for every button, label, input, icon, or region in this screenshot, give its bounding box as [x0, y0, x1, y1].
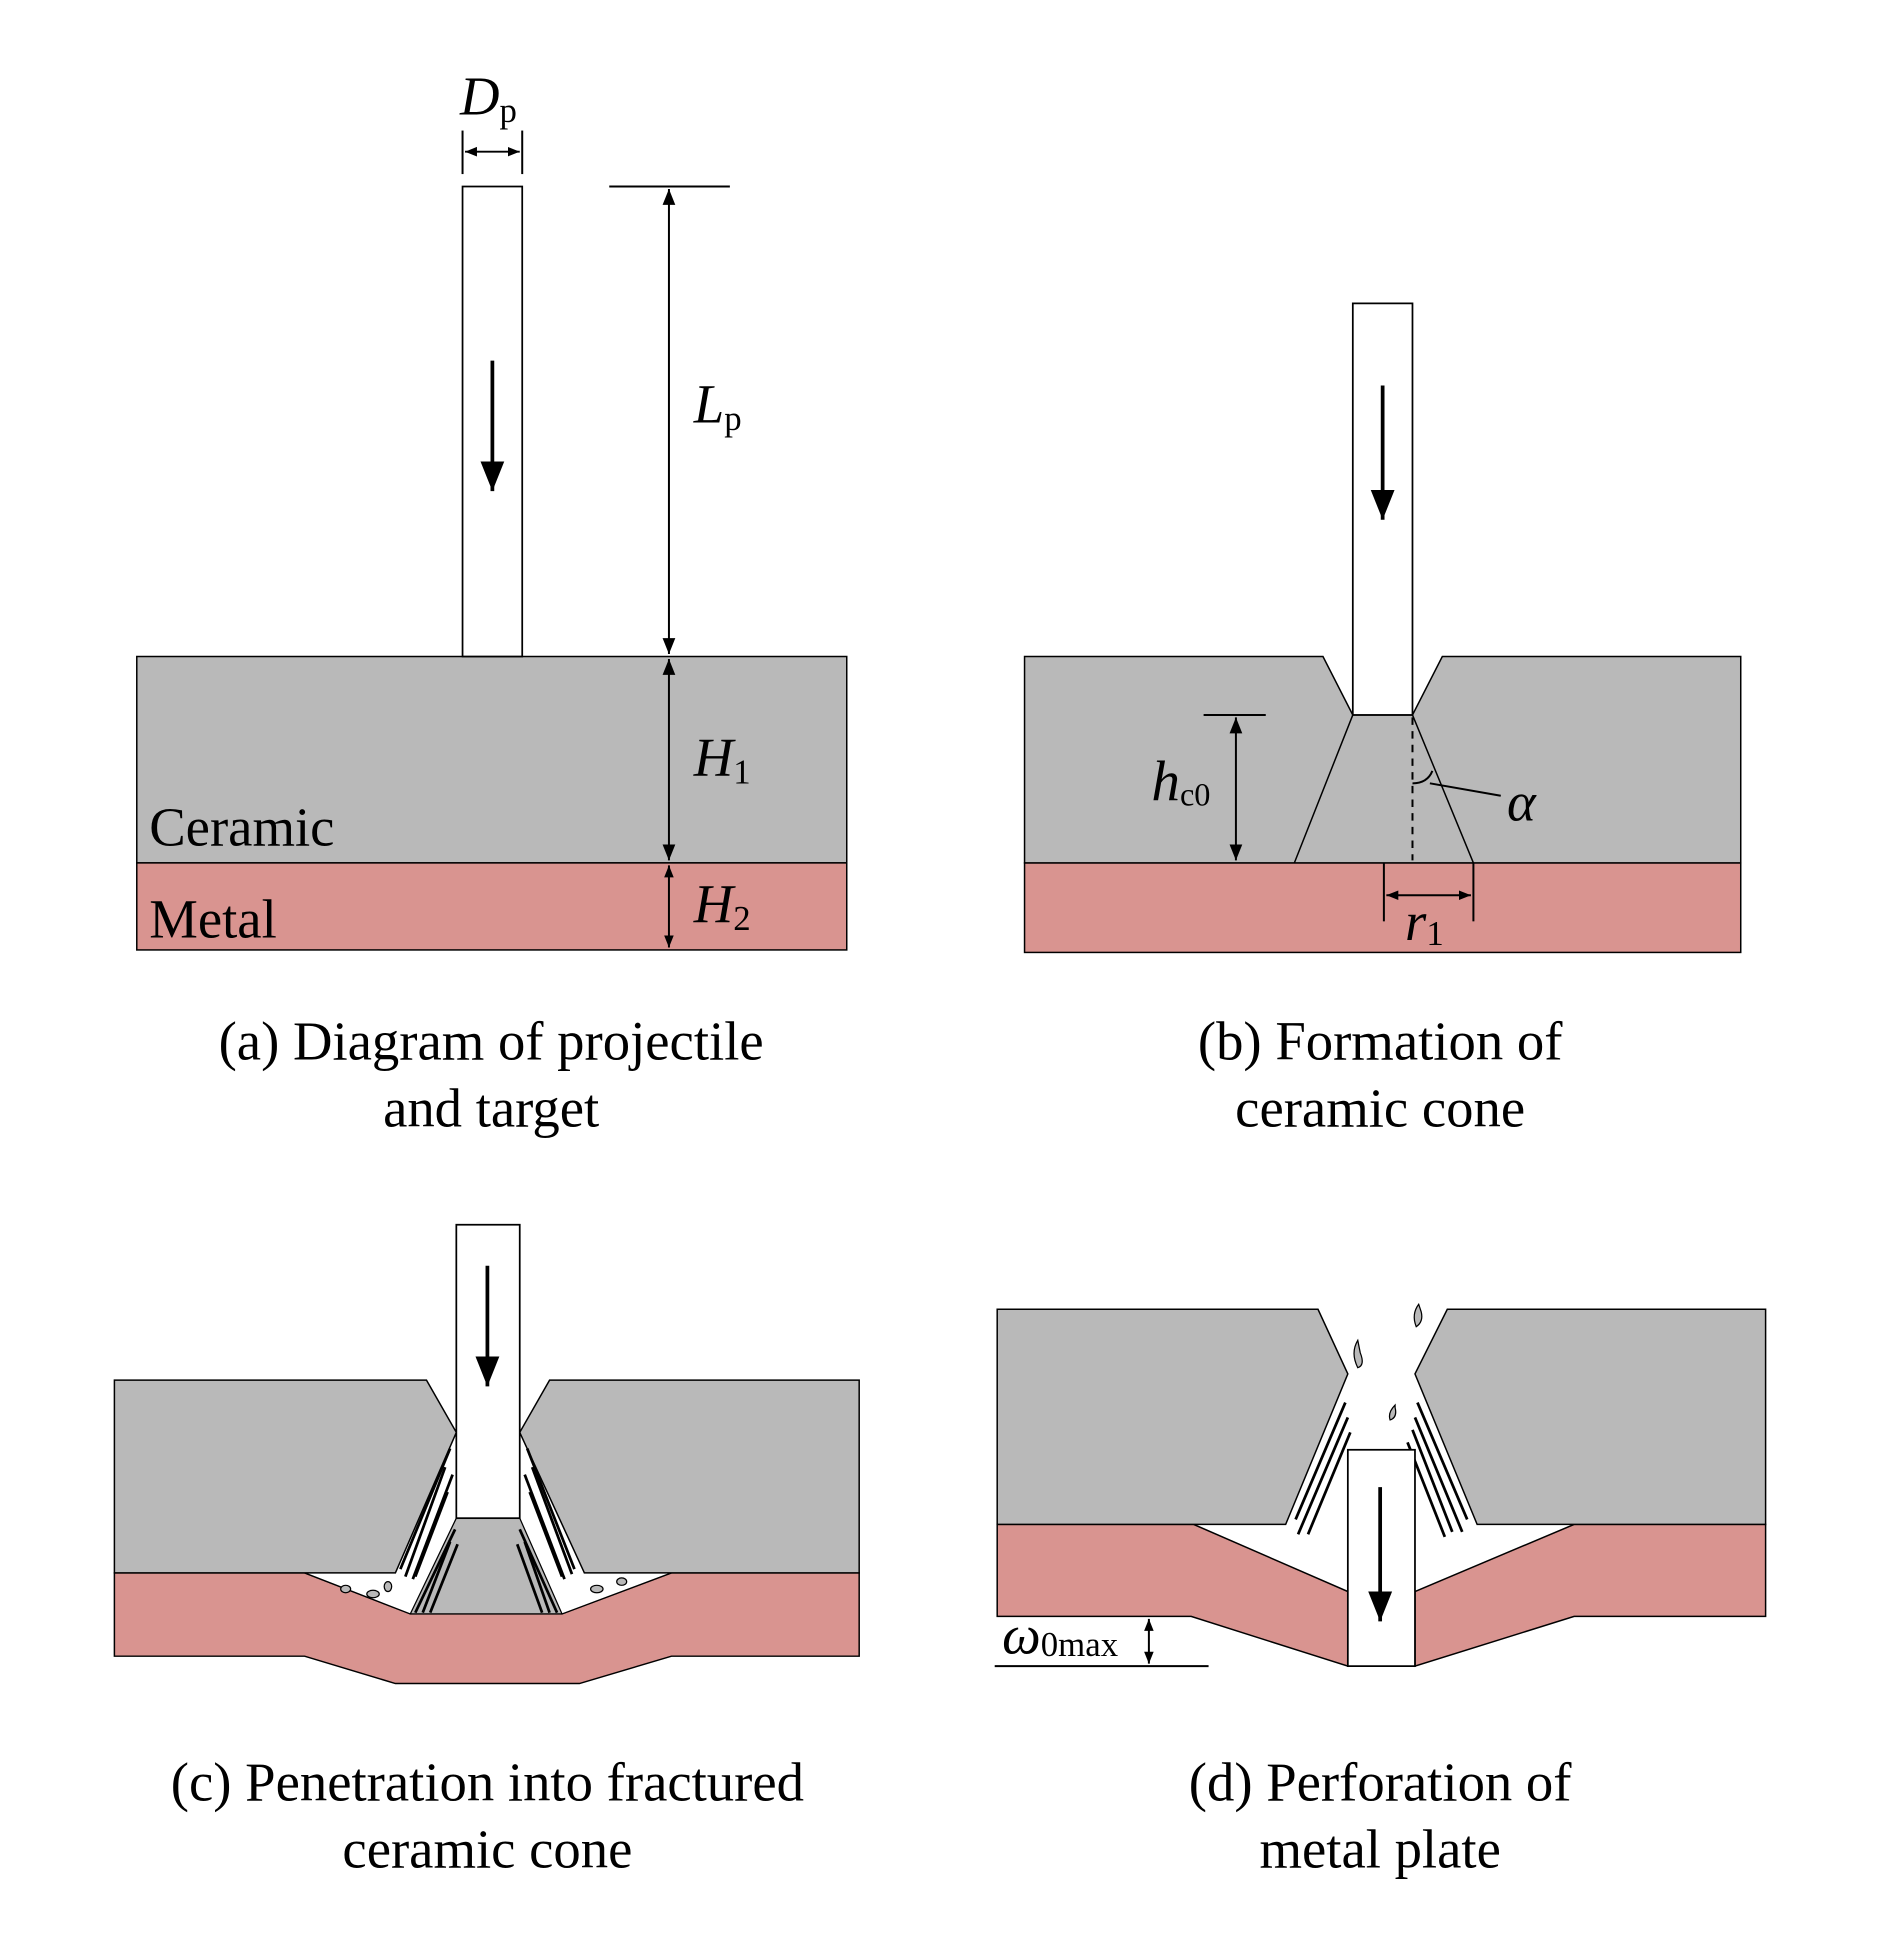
r1-label: r1: [1405, 891, 1444, 953]
ceramic-fragments: [340, 1577, 628, 1599]
caption-d-line1: (d) Perforation of: [1189, 1751, 1572, 1812]
caption-a-line2: and target: [383, 1078, 599, 1139]
caption-b-line1: (b) Formation of: [1198, 1010, 1563, 1071]
panel-a: Dp Lp H1 H2 Ceramic Metal (a) Diagram of…: [136, 65, 848, 1139]
alpha-leader: [1429, 782, 1501, 797]
caption-b-line2: ceramic cone: [1235, 1078, 1525, 1139]
ceramic-layer-left: [996, 1308, 1349, 1526]
deflection-label: ω0max: [1002, 1605, 1118, 1666]
metal-label: Metal: [149, 889, 277, 950]
metal-layer-right: [1414, 1523, 1767, 1668]
caption-a-line1: (a) Diagram of projectile: [219, 1010, 764, 1071]
metal-layer: [136, 862, 848, 951]
ceramic-label: Ceramic: [149, 796, 334, 857]
alpha-angle-arc: [1412, 770, 1434, 785]
ceramic-layer: [1023, 655, 1742, 864]
lp-label: Lp: [693, 374, 742, 438]
crack-lines: [1294, 1401, 1469, 1538]
crack-lines: [399, 1448, 576, 1614]
metal-layer: [1023, 862, 1742, 954]
ceramic-layer: [113, 1379, 458, 1574]
h1-label: H1: [693, 727, 751, 791]
panel-c: (c) Penetration into fractured ceramic c…: [113, 1223, 860, 1880]
h2-label: H2: [693, 874, 751, 938]
caption-c-line2: ceramic cone: [342, 1819, 632, 1880]
caption-c-line1: (c) Penetration into fractured: [171, 1751, 804, 1812]
caption-d-line2: metal plate: [1259, 1819, 1500, 1880]
ceramic-cone: [1293, 714, 1475, 864]
panel-d: ω0max (d) Perforation of metal plate: [994, 1302, 1767, 1880]
alpha-label: α: [1507, 772, 1537, 833]
ceramic-layer-right: [1414, 1308, 1767, 1526]
dp-label: Dp: [459, 65, 517, 129]
panel-b: α hc0 r1 (b) Formation of ceramic cone: [1023, 302, 1742, 1139]
ceramic-layer-right: [518, 1379, 860, 1574]
hc0-label: hc0: [1151, 751, 1210, 814]
ceramic-fragments: [1353, 1302, 1423, 1421]
ceramic-layer: [136, 655, 848, 864]
